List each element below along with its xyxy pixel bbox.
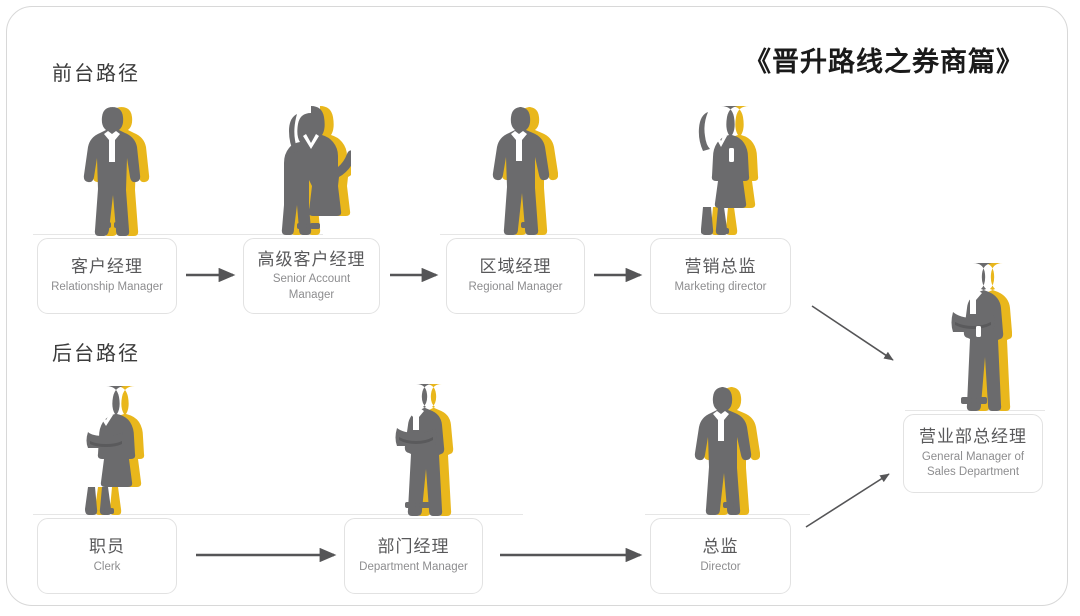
figure-female-hand-to-head (281, 104, 351, 236)
figure-baseline (440, 234, 730, 235)
role-title-cn: 部门经理 (377, 537, 450, 558)
role-title-en: Clerk (93, 561, 121, 574)
role-title-en: Marketing director (674, 281, 767, 294)
role-box-clerk[interactable]: 职员 Clerk (37, 518, 177, 594)
role-title-cn: 客户经理 (71, 257, 143, 278)
role-box-department-manager[interactable]: 部门经理 Department Manager (344, 518, 483, 594)
figure-baseline (645, 514, 810, 515)
section-label-back-office: 后台路径 (52, 341, 140, 365)
arrow-marketing-to-gm (811, 305, 894, 361)
page-title: 《晋升路线之券商篇》 (744, 47, 1024, 78)
section-label-front-office: 前台路径 (52, 61, 140, 85)
role-title-cn: 总监 (702, 537, 739, 558)
role-title-en-line1: General Manager of (921, 450, 1025, 463)
figure-male-arms-crossed (383, 381, 455, 516)
figure-female-arms-crossed (76, 384, 146, 516)
role-title-cn: 区域经理 (479, 257, 552, 278)
role-box-relationship-manager[interactable]: 客户经理 Relationship Manager (37, 238, 177, 314)
role-title-cn: 营业部总经理 (919, 427, 1027, 448)
role-title-cn: 营销总监 (684, 257, 757, 278)
role-title-en: Relationship Manager (51, 281, 163, 294)
figure-male-hands-pockets (78, 104, 150, 236)
role-box-senior-account-manager[interactable]: 高级客户经理 Senior Account Manager (243, 238, 380, 314)
figure-male-standing (486, 104, 558, 236)
role-title-en: Department Manager (359, 561, 468, 574)
figure-male-arms-crossed-gm (940, 260, 1012, 412)
role-box-marketing-director[interactable]: 营销总监 Marketing director (650, 238, 791, 314)
figure-baseline (33, 514, 523, 515)
figure-female-standing (692, 104, 760, 236)
role-title-en-line2: Sales Department (926, 466, 1020, 479)
role-title-cn: 高级客户经理 (257, 249, 366, 270)
role-title-en: Director (700, 561, 741, 574)
figure-baseline (33, 234, 323, 235)
role-title-en: Senior Account Manager (272, 273, 351, 301)
arrow-director-to-gm (805, 473, 890, 528)
role-box-director[interactable]: 总监 Director (650, 518, 791, 594)
role-title-en: Regional Manager (468, 281, 563, 294)
figure-male-standing-director (688, 384, 760, 516)
role-box-regional-manager[interactable]: 区域经理 Regional Manager (446, 238, 585, 314)
role-box-general-manager[interactable]: 营业部总经理 General Manager of Sales Departme… (903, 414, 1043, 493)
role-title-cn: 职员 (89, 537, 125, 558)
